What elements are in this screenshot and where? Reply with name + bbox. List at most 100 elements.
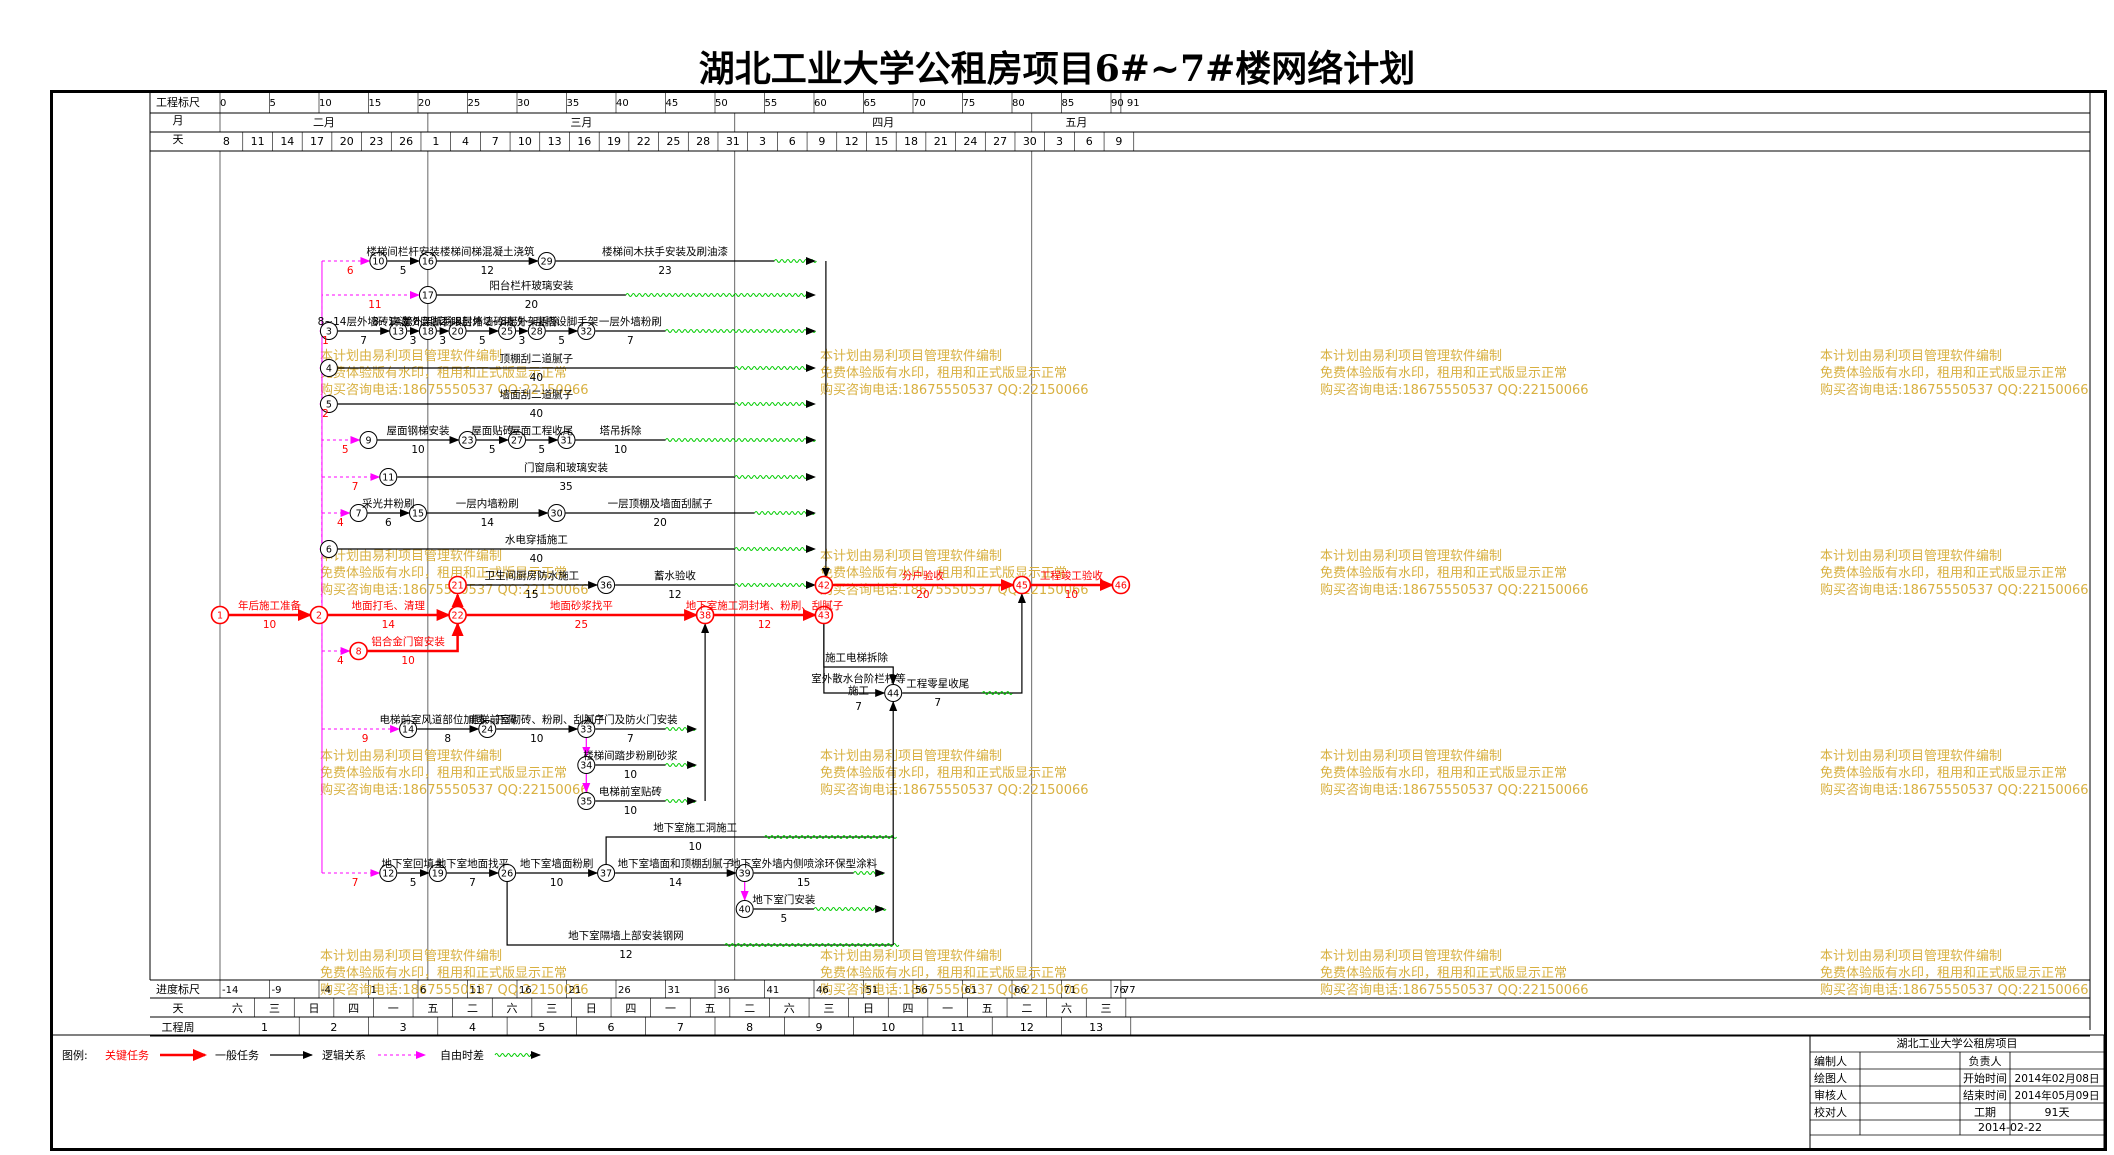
node-label: 7 [356, 509, 362, 520]
task-name: 8~14层外架拆除 [372, 315, 454, 328]
outer-border [50, 90, 2107, 1151]
weekday-value: 四 [625, 1002, 636, 1015]
day-value: 9 [818, 135, 825, 148]
network-node [577, 322, 596, 340]
watermark-text: 购买咨询电话:18675550537 QQ:22150066 [1820, 382, 2089, 398]
task-name: 地下室施工洞施工 [653, 821, 737, 834]
node-label: 39 [739, 869, 751, 880]
task-duration: 10 [689, 841, 702, 853]
legend-critical-label: 关键任务 [105, 1048, 149, 1062]
node-label: 18 [422, 327, 434, 338]
network-node [1111, 575, 1131, 595]
task-duration: 15 [525, 589, 538, 601]
month-label: 月 [173, 114, 184, 127]
node-label: 11 [382, 473, 394, 484]
task-name: 工程零星收尾 [906, 677, 969, 690]
week-value: 5 [538, 1021, 545, 1034]
network-node [577, 756, 596, 774]
task-duration: 10 [530, 733, 543, 745]
node-label: 30 [551, 509, 563, 520]
float-value: 2 [322, 408, 329, 420]
watermark-text: 购买咨询电话:18675550537 QQ:22150066 [1320, 982, 1589, 998]
task-arrow [506, 882, 894, 946]
ruler-value: 60 [814, 98, 827, 109]
title-block-end-date: 2014年05月09日 [2015, 1089, 2100, 1102]
task-duration: 12 [619, 949, 632, 961]
day-value: 26 [399, 135, 413, 148]
watermark-text: 免费体验版有水印，租用和正式版显示正常 [1820, 565, 2067, 581]
ruler-value: 80 [1012, 98, 1025, 109]
node-label: 9 [365, 436, 371, 447]
network-node [448, 605, 467, 625]
ruler-value: 90 [1111, 98, 1124, 109]
day-value: 12 [845, 135, 859, 148]
node-label: 46 [1115, 581, 1127, 592]
node-label: 38 [699, 611, 711, 622]
watermark-text: 购买咨询电话:18675550537 QQ:22150066 [1820, 782, 2089, 798]
watermark-text: 本计划由易利项目管理软件编制 [320, 349, 502, 364]
network-node [527, 322, 546, 340]
float-value: 5 [342, 444, 349, 456]
day-label: 天 [173, 133, 184, 146]
node-label: 6 [326, 545, 332, 556]
task-name: 铝合金门窗安装 [371, 635, 445, 648]
ruler-label: 工程标尺 [156, 95, 200, 109]
page-title: 湖北工业大学公租房项目6#~7#楼网络计划 [698, 48, 1416, 90]
node-label: 1 [217, 611, 223, 622]
day-value: 3 [759, 135, 766, 148]
node-label: 35 [580, 797, 592, 808]
progress-value: -9 [272, 985, 282, 996]
task-duration: 10 [614, 444, 627, 456]
network-node [448, 322, 467, 340]
task-name: 地面砂浆找平 [550, 599, 613, 612]
day-value: 7 [492, 135, 499, 148]
weekday-value: 六 [232, 1002, 243, 1015]
legend-float-label: 自由时差 [440, 1048, 484, 1062]
network-node [399, 720, 418, 738]
task-name: 分户验收 [902, 569, 944, 582]
weekday-value: 日 [863, 1002, 874, 1015]
legend-float-wave [494, 1053, 532, 1057]
watermark-text: 本计划由易利项目管理软件编制 [320, 549, 502, 564]
free-float-wave [625, 293, 813, 297]
task-duration: 5 [558, 335, 565, 347]
task-name: 施工电梯拆除 [825, 651, 888, 664]
watermark-text: 本计划由易利项目管理软件编制 [1320, 549, 1502, 564]
watermark-text: 购买咨询电话:18675550537 QQ:22150066 [1320, 782, 1589, 798]
free-float-link [321, 257, 371, 615]
title-block-owner: 负责人 [1969, 1054, 2002, 1068]
watermark-text: 本计划由易利项目管理软件编制 [820, 749, 1002, 764]
task-duration: 3 [410, 335, 417, 347]
free-float-link [321, 509, 351, 615]
free-float-wave [734, 547, 814, 551]
week-value: 3 [400, 1021, 407, 1034]
ruler-value: 65 [864, 98, 877, 109]
task-name: 屋面贴砖 [471, 424, 513, 437]
ruler-value: 55 [765, 98, 778, 109]
month-name: 三月 [570, 116, 592, 129]
task-name: 墙面刮二道腻子 [500, 388, 574, 401]
node-label: 23 [461, 436, 473, 447]
week-value: 9 [815, 1021, 822, 1034]
network-node [349, 504, 368, 522]
network-node [448, 575, 467, 595]
float-value: 6 [347, 265, 354, 277]
progress-value: -4 [321, 985, 331, 996]
node-label: 29 [541, 257, 553, 268]
title-block-duration: 91天 [2045, 1106, 2070, 1119]
watermark-text: 免费体验版有水印，租用和正式版显示正常 [320, 365, 567, 381]
network-node [319, 322, 338, 340]
progress-value: 6 [420, 985, 426, 996]
day-value: 28 [696, 135, 710, 148]
watermark-text: 购买咨询电话:18675550537 QQ:22150066 [1320, 582, 1589, 598]
ruler-value: 91 [1127, 98, 1140, 109]
task-arrow [367, 622, 464, 653]
node-label: 34 [580, 761, 592, 772]
task-duration: 25 [575, 619, 588, 631]
free-float-wave [754, 511, 816, 515]
node-label: 3 [326, 327, 332, 338]
day-value: 13 [548, 135, 562, 148]
float-value: 7 [352, 481, 359, 493]
task-name: 室外散水台阶栏杆等 [811, 672, 906, 685]
day-value: 8 [223, 135, 230, 148]
